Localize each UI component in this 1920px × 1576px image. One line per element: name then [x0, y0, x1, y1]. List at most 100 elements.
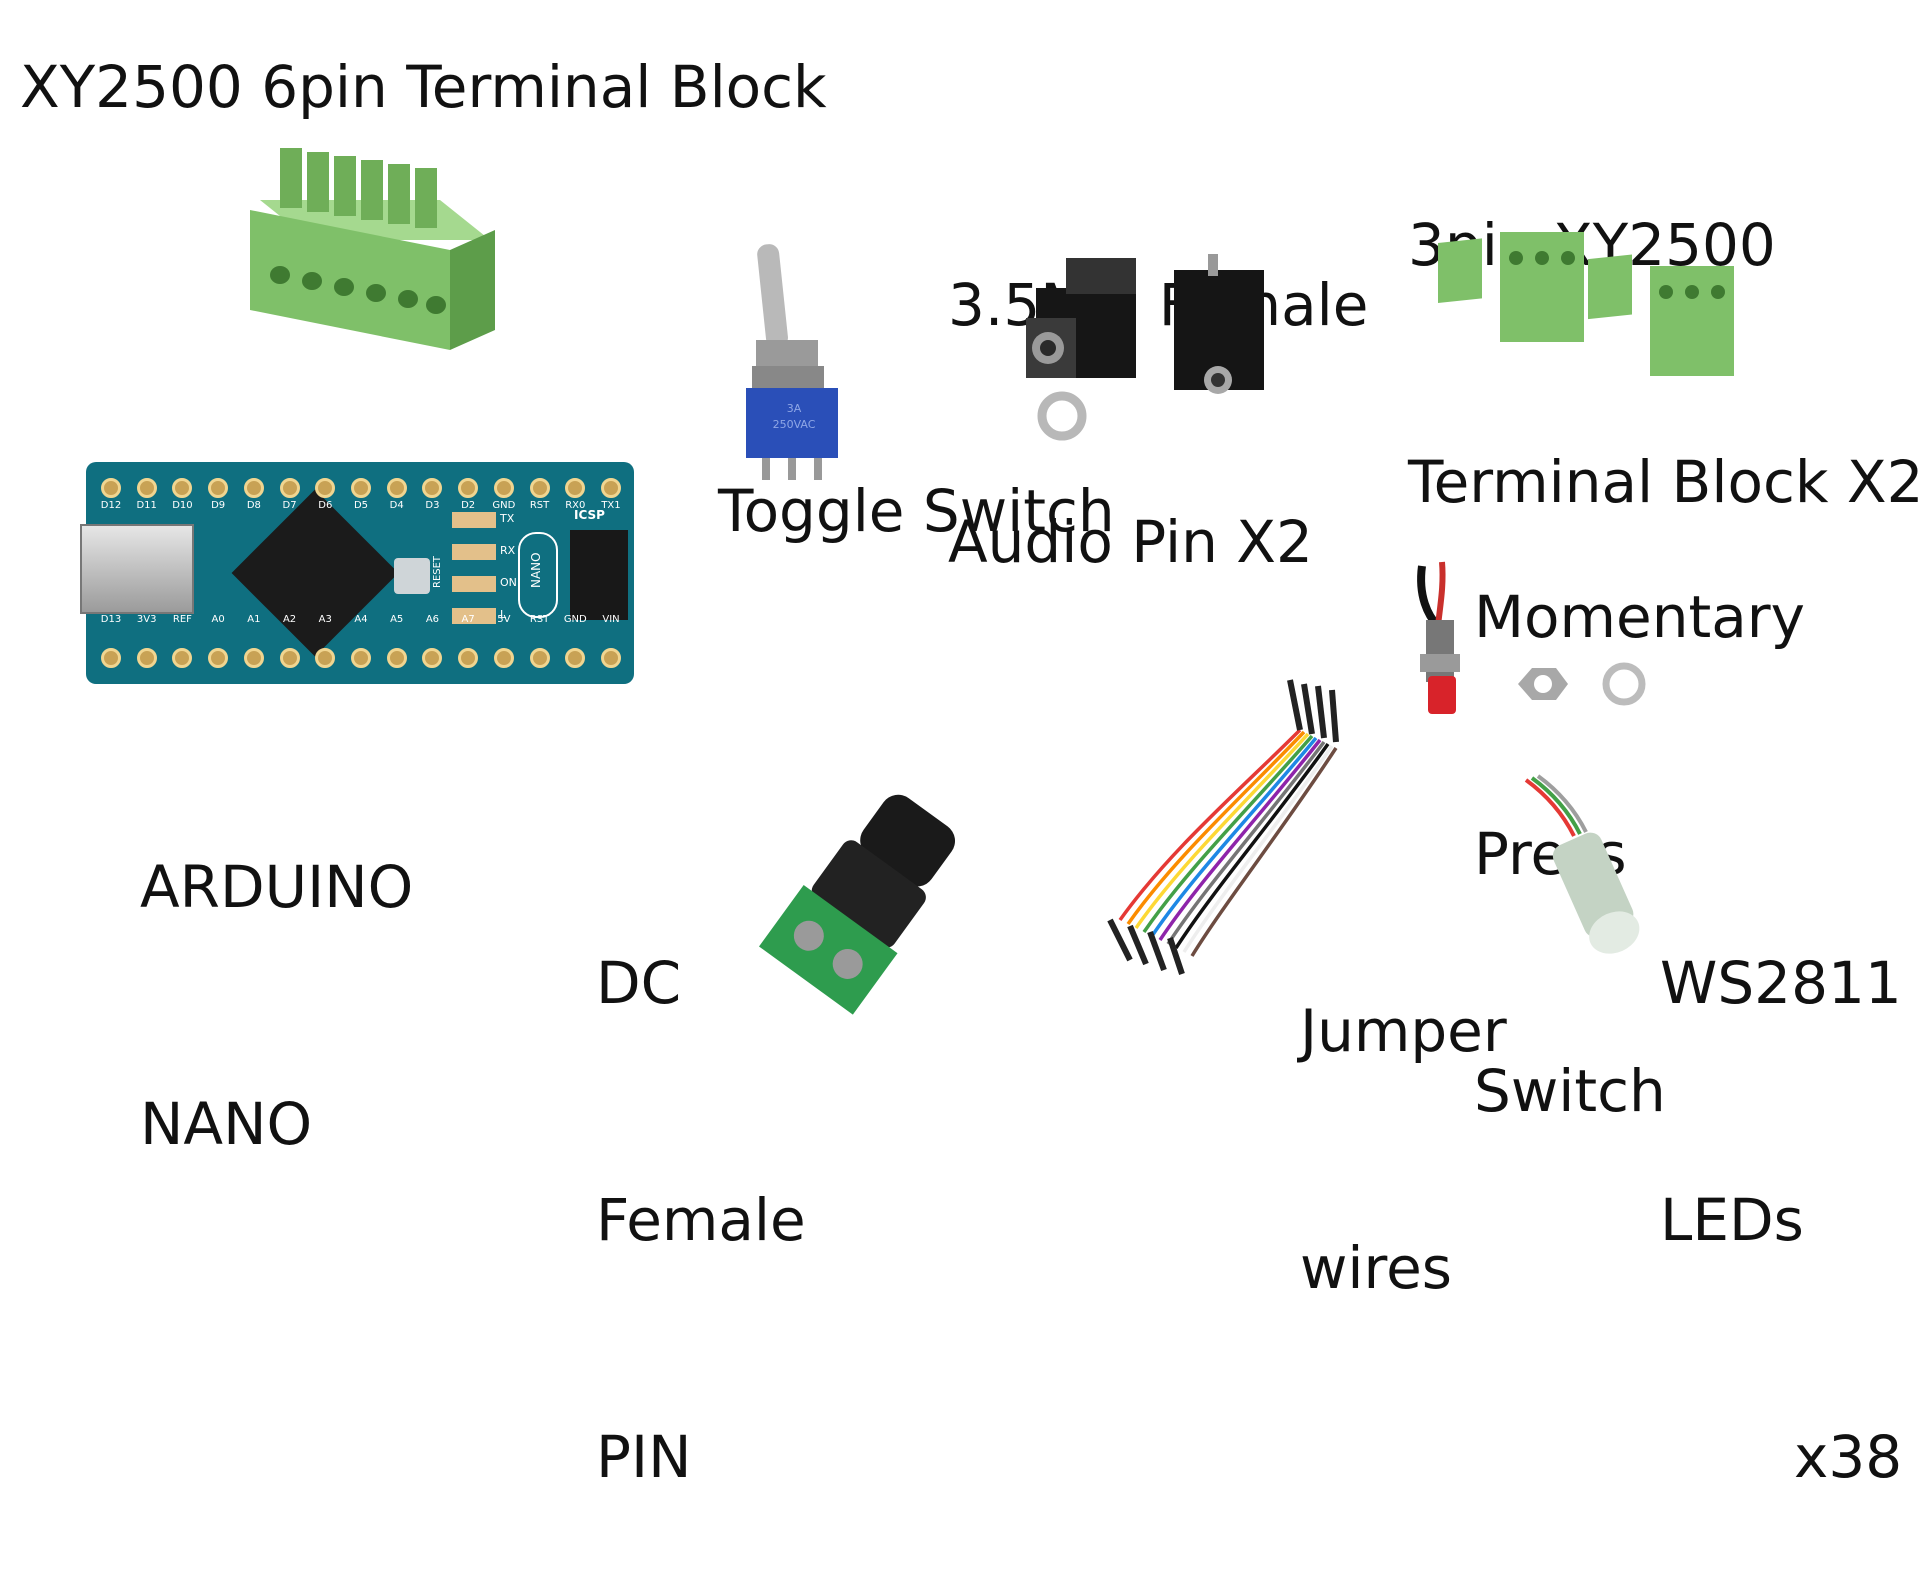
pin-label: A4	[354, 614, 368, 625]
pin: D13	[98, 614, 124, 668]
pin-label: D12	[100, 500, 122, 511]
pin: D11	[134, 478, 160, 512]
label-line: WS2811	[1660, 949, 1902, 1017]
icsp-label: ICSP	[574, 508, 605, 522]
label-line: Jumper	[1300, 997, 1507, 1065]
label-line: Momentary	[1474, 583, 1805, 651]
led-label-rx: RX	[500, 544, 516, 557]
pin-hole	[208, 478, 229, 498]
label-line: LEDs	[1660, 1186, 1804, 1254]
reset-label: RESET	[432, 555, 443, 588]
pin: RST	[527, 478, 553, 512]
pin: GND	[562, 614, 588, 668]
label-arduino-nano: ARDUINO NANO	[140, 690, 413, 1243]
pin-hole	[601, 648, 621, 668]
pin-hole	[279, 478, 300, 498]
pin: D7	[277, 478, 303, 512]
pin: GND	[491, 478, 517, 512]
label-toggle-switch: Toggle Switch	[718, 477, 1115, 545]
pin-label: D11	[136, 500, 157, 511]
pin-hole	[279, 648, 300, 668]
pin: A2	[277, 614, 303, 668]
pin-label: D2	[461, 500, 476, 511]
label-line: PIN	[596, 1423, 692, 1491]
led-label-tx: TX	[500, 512, 515, 525]
pin-label: D6	[318, 500, 333, 511]
pin-label: D8	[246, 500, 261, 511]
pin: RST	[527, 614, 553, 668]
label-line: Audio Pin X2	[948, 508, 1313, 576]
terminal-block-6pin-image	[250, 148, 495, 350]
momentary-switch-image	[1417, 561, 1646, 714]
pin: D9	[205, 478, 231, 512]
pin-label: A6	[425, 614, 440, 625]
icsp-header	[570, 530, 628, 620]
label-line: x38	[1794, 1423, 1903, 1491]
label-line: Terminal Block X2	[1408, 448, 1920, 516]
pin-label: D7	[282, 500, 297, 511]
switch-marking: 3A	[787, 402, 802, 415]
pin-label: GND	[492, 500, 516, 511]
pin: A4	[348, 614, 374, 668]
pin: D2	[455, 478, 481, 512]
pin-label: A5	[390, 614, 404, 625]
pin-hole	[101, 478, 121, 498]
pin-hole	[172, 478, 193, 498]
usb-connector	[80, 524, 194, 614]
pin-label: D5	[353, 500, 369, 511]
pin-hole	[172, 648, 193, 668]
terminal-block-3pin-image	[1438, 232, 1734, 376]
pin-label: A3	[318, 614, 332, 625]
pin: D10	[169, 478, 195, 512]
pin-label: A0	[211, 614, 225, 625]
pin-label: RX0	[565, 500, 586, 511]
audio-jack-image	[1026, 254, 1264, 441]
pin: REF	[169, 614, 195, 668]
pin-label: A7	[461, 614, 475, 625]
pin: A6	[419, 614, 445, 668]
label-line: Female	[596, 1186, 806, 1254]
pin: 3V3	[134, 614, 160, 668]
pin: A3	[312, 614, 338, 668]
pin-hole	[243, 478, 264, 498]
pin-hole	[386, 648, 407, 668]
pin-label: REF	[172, 614, 192, 625]
pin-hole	[529, 648, 550, 668]
pin-hole	[493, 648, 514, 668]
pin-label: VIN	[602, 614, 620, 625]
pin-label: D4	[389, 500, 404, 511]
pin-label: A2	[282, 614, 297, 625]
toggle-switch-image: 3A 250VAC	[746, 244, 838, 480]
pin-hole	[351, 478, 371, 498]
label-ws2811-leds: WS2811 LEDs x38	[1660, 786, 1902, 1576]
pin-hole	[315, 478, 336, 498]
pin-label: TX1	[601, 500, 621, 511]
label-line: ARDUINO	[140, 853, 414, 921]
pin-hole	[458, 478, 479, 498]
pin-label: 5V	[497, 614, 511, 625]
pin-hole	[208, 648, 229, 668]
pin-label: RST	[529, 500, 550, 511]
pin-hole	[601, 478, 621, 498]
pin-hole	[493, 478, 514, 498]
pin-hole	[101, 648, 121, 668]
pin: A5	[384, 614, 410, 668]
pin: D5	[348, 478, 374, 512]
status-leds	[452, 512, 496, 640]
pin-hole	[565, 648, 586, 668]
pin-label: A1	[247, 614, 261, 625]
ws2811-led-image	[1524, 774, 1640, 954]
pin-label: RST	[529, 614, 550, 625]
pin: D4	[384, 478, 410, 512]
jumper-wires-image	[1107, 679, 1339, 975]
pin-hole	[458, 648, 479, 668]
pin: VIN	[598, 614, 624, 668]
pin-hole	[422, 478, 443, 498]
pin: A1	[241, 614, 267, 668]
pin: D8	[241, 478, 267, 512]
pin: D3	[419, 478, 445, 512]
pin: 5V	[491, 614, 517, 668]
pin: D12	[98, 478, 124, 512]
pin-hole	[351, 648, 371, 668]
